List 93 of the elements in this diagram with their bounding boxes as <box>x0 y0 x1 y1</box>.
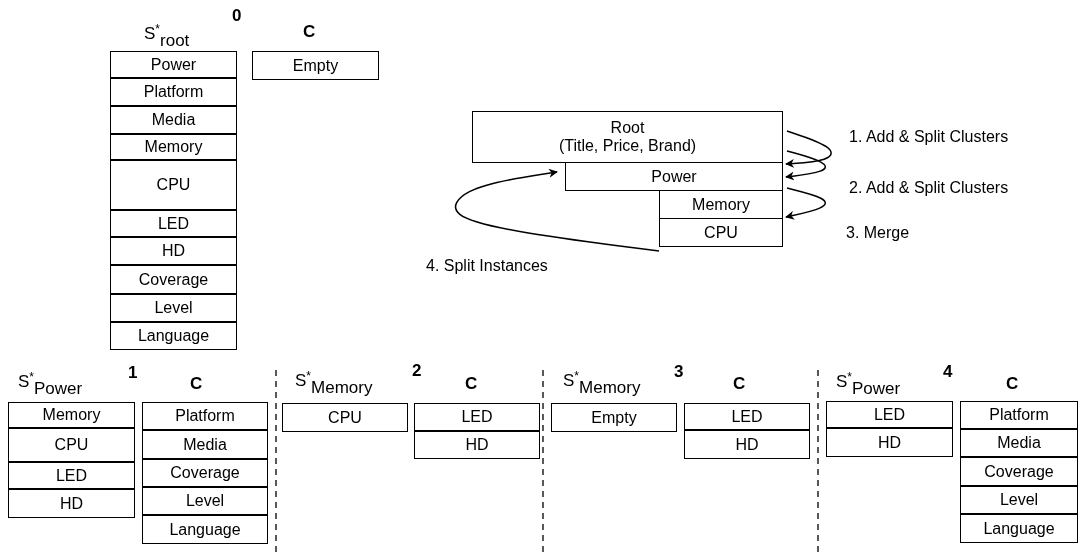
attribute-box <box>142 430 268 459</box>
box-text: Power <box>651 167 697 186</box>
box-text: LED <box>55 466 88 485</box>
attribute-box <box>110 106 237 134</box>
box-text: CPU <box>704 223 738 242</box>
column-heading: C <box>1006 374 1019 394</box>
attribute-box <box>110 322 237 350</box>
column-heading: C <box>190 374 203 394</box>
edge-label: 1. Add & Split Clusters <box>848 128 1010 146</box>
box-text: Memory <box>42 406 101 424</box>
box-text: Language <box>137 327 210 345</box>
attribute-box <box>142 487 268 515</box>
step-number: 0 <box>232 6 242 26</box>
box-text: Coverage <box>984 462 1054 481</box>
edge-label: 3. Merge <box>845 224 911 242</box>
box-text: Coverage <box>138 270 209 289</box>
attribute-box <box>110 160 237 210</box>
attribute-box <box>826 428 953 457</box>
attribute-box <box>142 515 268 544</box>
box-text: CPU <box>328 408 362 427</box>
attribute-box <box>960 401 1078 429</box>
column-heading: C <box>733 374 746 394</box>
box-text: HD <box>735 435 759 454</box>
edge-label: 4. Split Instances <box>425 257 549 275</box>
curved-arrow <box>454 168 660 252</box>
box-text: (Title, Price, Brand) <box>558 137 697 155</box>
step-number: 4 <box>943 362 953 382</box>
curved-arrow <box>785 187 827 220</box>
attribute-box <box>960 514 1078 543</box>
box-text: HD <box>465 436 489 454</box>
step-number: 3 <box>674 362 684 382</box>
box-text: HD <box>161 242 186 260</box>
attribute-box <box>960 429 1078 457</box>
attribute-box <box>659 190 783 219</box>
box-text: Media <box>997 434 1041 452</box>
box-text: LED <box>731 407 763 426</box>
attribute-box <box>414 403 540 431</box>
box-text: Coverage <box>170 464 240 482</box>
step-number: 1 <box>128 363 138 383</box>
box-text: Level <box>185 492 225 510</box>
box-text: Power <box>150 55 197 74</box>
curved-arrow <box>785 150 827 181</box>
column-heading: C <box>465 374 478 394</box>
attribute-box <box>960 457 1078 486</box>
box-text: Platform <box>989 406 1049 424</box>
box-text: LED <box>461 408 493 426</box>
attribute-box <box>8 402 135 428</box>
box-text: Memory <box>692 195 750 214</box>
attribute-box <box>565 162 783 191</box>
box-text: LED <box>873 405 906 424</box>
box-text: Language <box>169 520 241 539</box>
column-heading: C <box>303 22 316 42</box>
attribute-box <box>960 486 1078 514</box>
attribute-box <box>110 210 237 237</box>
attribute-box <box>110 294 237 322</box>
attribute-box <box>142 459 268 487</box>
attribute-box <box>110 134 237 160</box>
step-number: 2 <box>412 361 422 381</box>
box-text: Empty <box>292 56 339 75</box>
box-text: CPU <box>54 436 89 454</box>
attribute-box <box>8 428 135 462</box>
attribute-box <box>826 401 953 428</box>
box-text: LED <box>157 214 190 233</box>
attribute-box <box>659 218 783 247</box>
attribute-box <box>110 237 237 265</box>
box-text: Empty <box>591 408 637 427</box>
attribute-box <box>252 51 379 80</box>
attribute-box <box>684 403 810 430</box>
box-text: Memory <box>144 138 203 156</box>
attribute-box <box>110 51 237 78</box>
attribute-box <box>551 403 677 432</box>
attribute-box <box>110 265 237 294</box>
box-text: Media <box>183 435 227 454</box>
attribute-box <box>8 462 135 489</box>
box-text: Root <box>610 119 645 137</box>
box-text: Platform <box>175 407 235 425</box>
box-text: HD <box>877 433 902 452</box>
box-text: Platform <box>143 83 204 101</box>
box-text: Language <box>983 519 1055 538</box>
attribute-box <box>472 111 783 163</box>
attribute-box <box>8 489 135 518</box>
box-text: Level <box>999 491 1039 509</box>
attribute-box <box>142 402 268 430</box>
attribute-box <box>282 403 408 432</box>
box-text: Media <box>151 111 196 129</box>
box-text: Level <box>154 299 193 317</box>
box-text: CPU <box>156 176 191 194</box>
edge-label: 2. Add & Split Clusters <box>848 179 1010 197</box>
curved-arrow <box>785 130 832 168</box>
attribute-box <box>684 430 810 459</box>
attribute-box <box>414 431 540 459</box>
attribute-box <box>110 78 237 106</box>
box-text: HD <box>59 494 84 513</box>
